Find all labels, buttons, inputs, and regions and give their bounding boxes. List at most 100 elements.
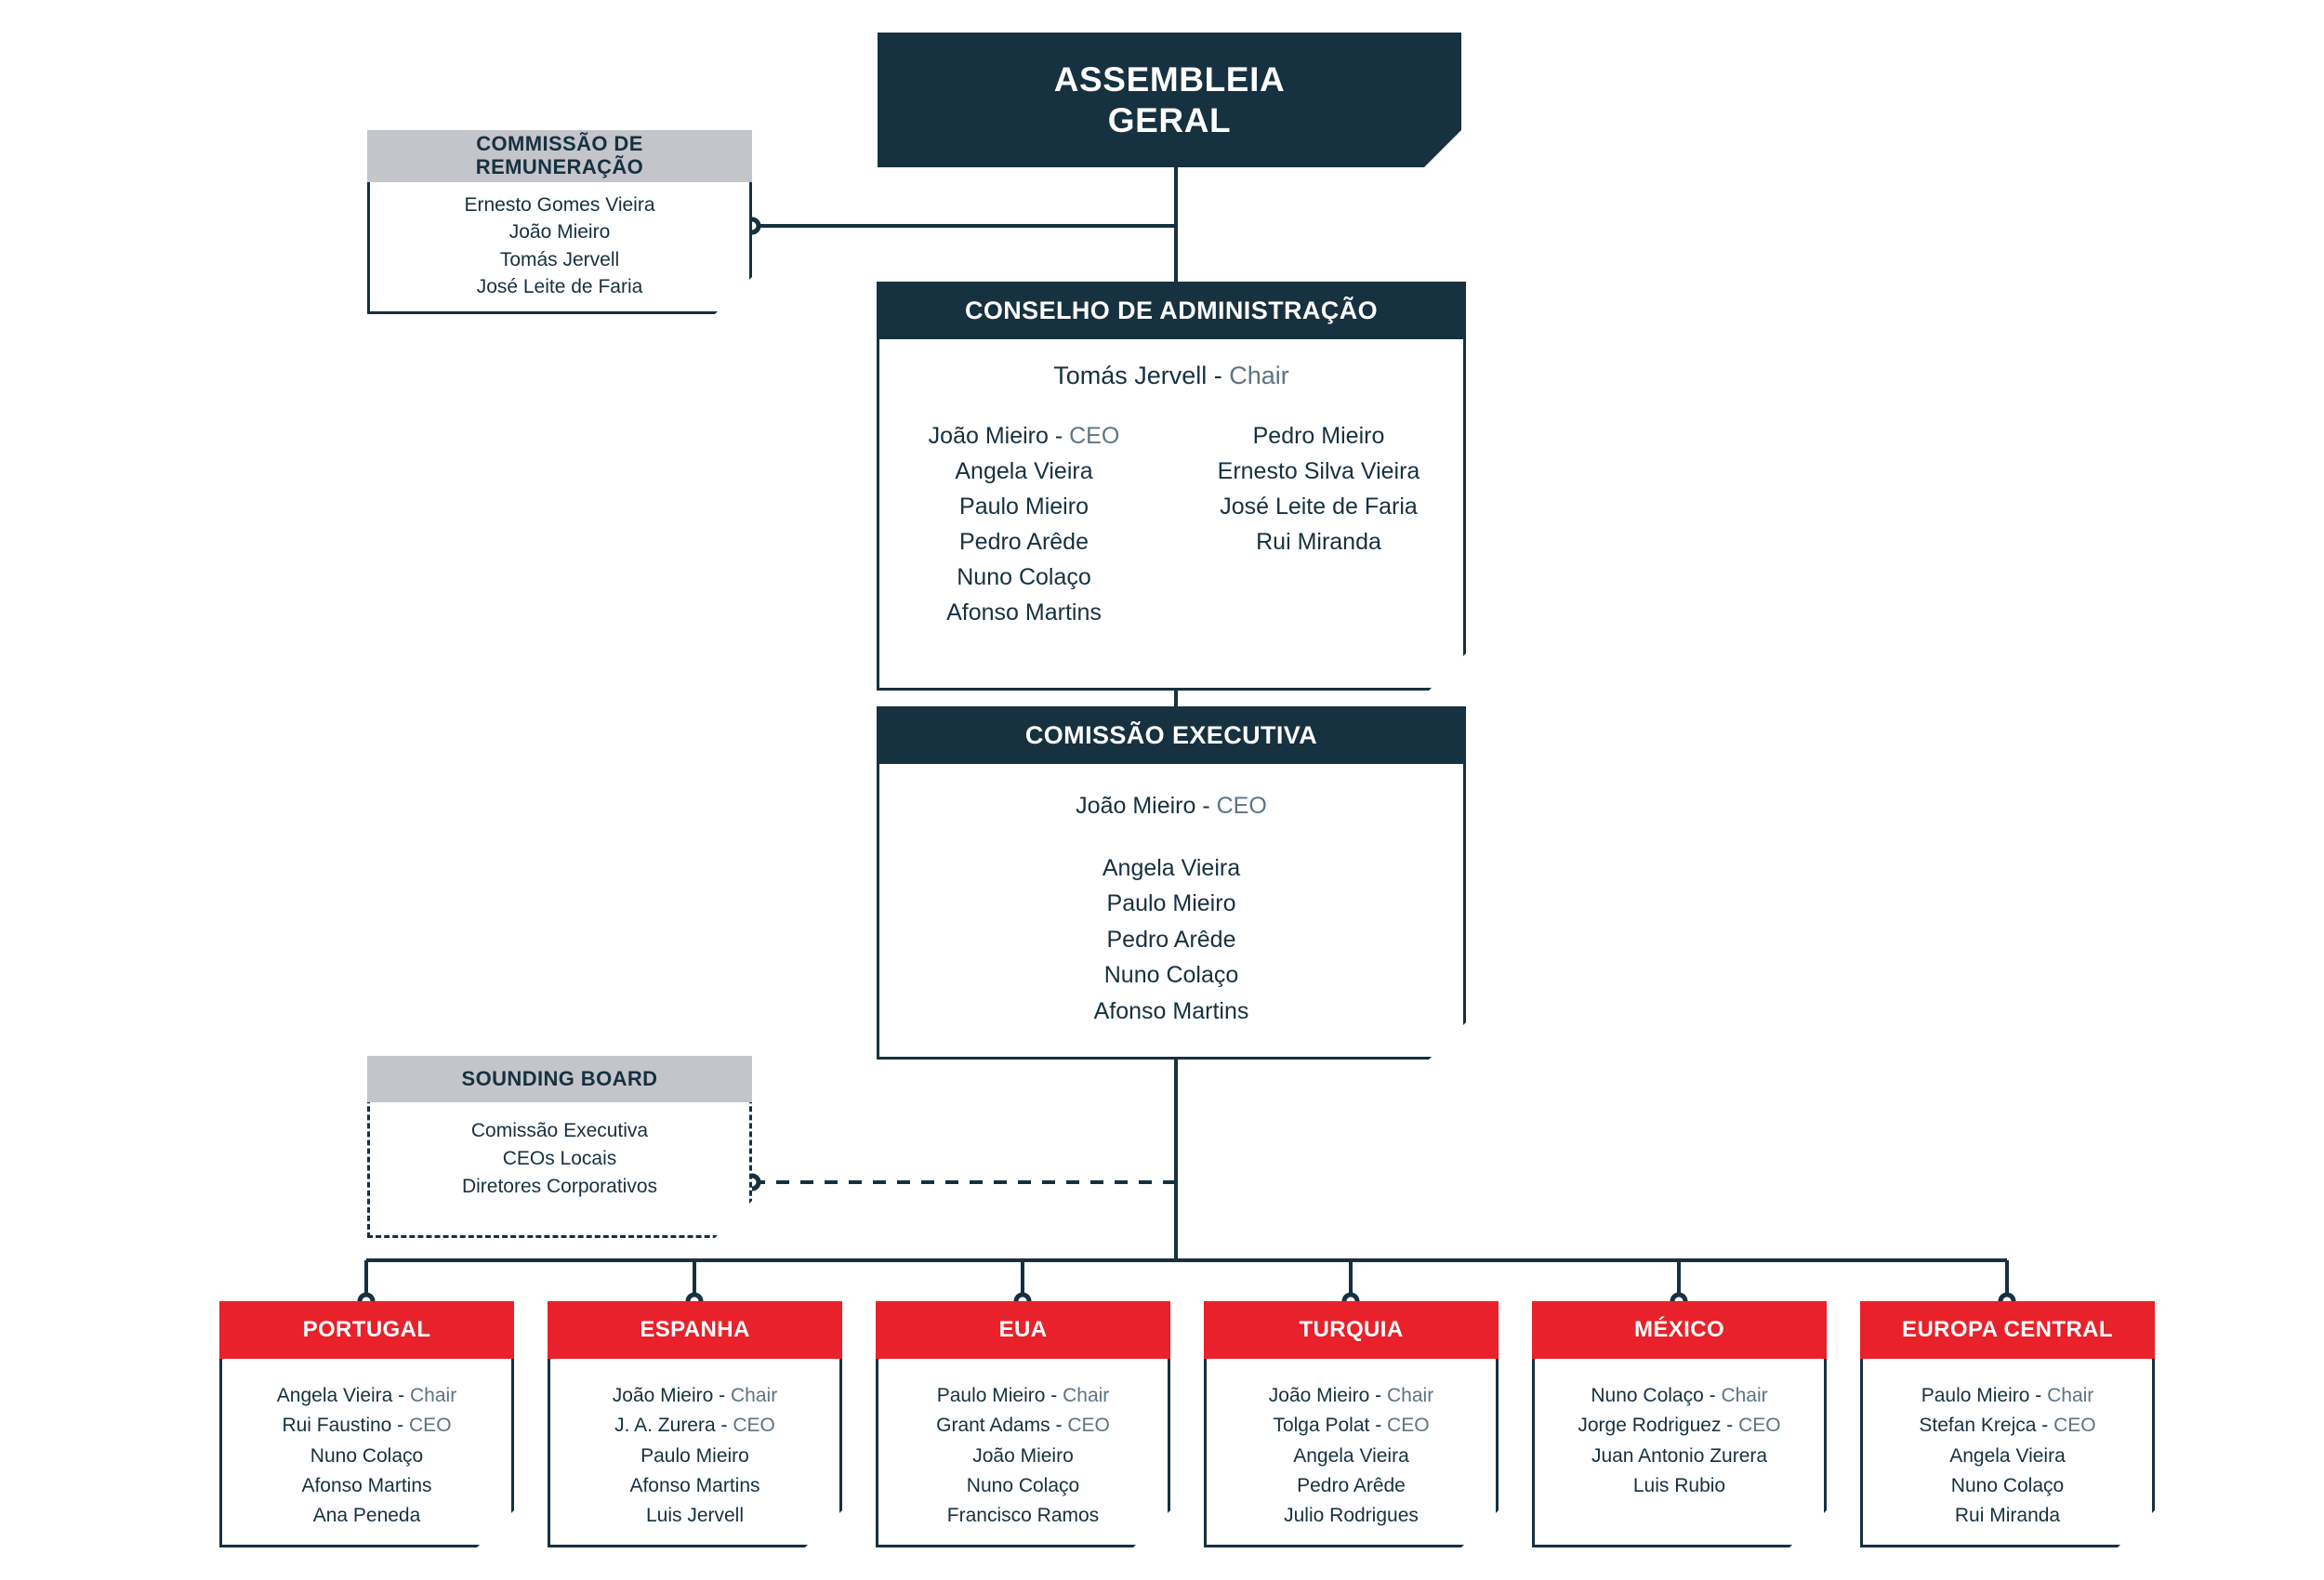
member-row: J. A. Zurera - CEO — [614, 1411, 775, 1441]
member-name: Julio Rodrigues — [1284, 1505, 1419, 1527]
member-name: Pedro Arêde — [959, 529, 1089, 555]
member-name: Paulo Mieiro — [1921, 1385, 2030, 1406]
member-row: Afonso Martins — [629, 1471, 759, 1501]
member-name: Angela Vieira — [1293, 1444, 1409, 1467]
member-role: Chair — [1063, 1385, 1110, 1406]
member-row: Ernesto Silva Vieira — [1171, 454, 1466, 489]
member-row: Nuno Colaço — [877, 560, 1171, 595]
country-title: EUROPA CENTRAL — [1902, 1316, 2113, 1342]
member-name: Luis Jervell — [645, 1505, 745, 1527]
conselho-title: CONSELHO DE ADMINISTRAÇÃO — [964, 296, 1378, 324]
conselho-column-left: João Mieiro - CEO Angela Vieira Paulo Mi… — [877, 418, 1171, 630]
member-row: Afonso Martins — [877, 595, 1171, 630]
member-name: João Mieiro — [1268, 1385, 1370, 1406]
member-name: João Mieiro — [972, 1444, 1074, 1467]
node-country-turquia[interactable]: TURQUIA João Mieiro - Chair Tolga Polat … — [1204, 1301, 1499, 1547]
member-row: Angela Vieira — [1102, 854, 1241, 881]
member-row: Tomás Jervell — [499, 248, 620, 270]
member-row: Luis Jervell — [646, 1501, 744, 1531]
node-assembleia-geral[interactable]: ASSEMBLEIA GERAL — [878, 33, 1461, 167]
member-name: Afonso Martins — [946, 599, 1102, 625]
country-members: João Mieiro - Chair J. A. Zurera - CEO P… — [548, 1359, 842, 1547]
role-separator: - — [1195, 793, 1217, 819]
member-row: Jorge Rodriguez - CEO — [1578, 1411, 1780, 1441]
role-separator: - — [1721, 1415, 1739, 1437]
member-name: João Mieiro — [1076, 793, 1196, 819]
member-name: Paulo Mieiro — [936, 1385, 1046, 1406]
country-header: ESPANHA — [548, 1301, 842, 1359]
node-comissao-remuneracao[interactable]: COMMISSÃO DE REMUNERAÇÃO Ernesto Gomes V… — [367, 130, 752, 314]
node-country-portugal[interactable]: PORTUGAL Angela Vieira - Chair Rui Faust… — [219, 1301, 514, 1547]
role-separator: - — [2036, 1415, 2054, 1437]
node-country-espanha[interactable]: ESPANHA João Mieiro - Chair J. A. Zurera… — [548, 1301, 842, 1547]
country-header: MÉXICO — [1532, 1301, 1827, 1359]
member-role: Chair — [731, 1385, 778, 1406]
member-name: Afonso Martins — [301, 1474, 432, 1496]
role-separator: - — [2029, 1385, 2048, 1406]
member-name: Angela Vieira — [1949, 1444, 2066, 1467]
member-role: CEO — [1738, 1415, 1781, 1437]
node-country-europa-central[interactable]: EUROPA CENTRAL Paulo Mieiro - Chair Stef… — [1860, 1301, 2155, 1547]
member-role: CEO — [409, 1415, 452, 1437]
member-row: Pedro Arêde — [1297, 1471, 1406, 1501]
member-row: João Mieiro - Chair — [1269, 1381, 1433, 1411]
member-row: Angela Vieira — [1949, 1442, 2066, 1471]
conselho-column-right: Pedro Mieiro Ernesto Silva Vieira José L… — [1171, 418, 1466, 630]
conselho-header: CONSELHO DE ADMINISTRAÇÃO — [877, 282, 1466, 339]
member-row: Paulo Mieiro - Chair — [1921, 1381, 2094, 1411]
member-name: Angela Vieira — [276, 1385, 393, 1406]
node-country-mexico[interactable]: MÉXICO Nuno Colaço - Chair Jorge Rodrigu… — [1532, 1301, 1827, 1547]
node-sounding-board[interactable]: SOUNDING BOARD Comissão Executiva CEOs L… — [367, 1056, 752, 1238]
node-country-eua[interactable]: EUA Paulo Mieiro - Chair Grant Adams - C… — [876, 1301, 1170, 1547]
node-conselho-administracao[interactable]: CONSELHO DE ADMINISTRAÇÃO Tomás Jervell … — [877, 282, 1466, 691]
conselho-frame — [877, 282, 1466, 691]
role-separator: - — [1050, 1415, 1068, 1437]
remuneracao-members: Ernesto Gomes Vieira João Mieiro Tomás J… — [367, 182, 752, 314]
sounding-title: SOUNDING BOARD — [461, 1066, 658, 1090]
member-role: Chair — [410, 1385, 457, 1406]
member-name: Nuno Colaço — [966, 1474, 1080, 1496]
member-row: Nuno Colaço — [1951, 1471, 2064, 1501]
member-role: CEO — [1216, 793, 1267, 819]
country-members: Paulo Mieiro - Chair Stefan Krejca - CEO… — [1860, 1359, 2155, 1547]
country-members: João Mieiro - Chair Tolga Polat - CEO An… — [1204, 1359, 1499, 1547]
role-separator: - — [1207, 362, 1230, 389]
member-row: José Leite de Faria — [476, 276, 643, 298]
member-row: Nuno Colaço — [967, 1471, 1079, 1501]
country-title: MÉXICO — [1633, 1316, 1725, 1342]
member-role: CEO — [1069, 423, 1120, 449]
country-title: ESPANHA — [640, 1316, 750, 1342]
member-name: Tomás Jervell — [1053, 362, 1208, 389]
member-row: Diretores Corporativos — [461, 1175, 658, 1197]
remuneracao-title-line2: REMUNERAÇÃO — [475, 155, 644, 178]
member-row: Angela Vieira — [1293, 1442, 1409, 1471]
member-name: Angela Vieira — [955, 458, 1093, 484]
member-name: Jorge Rodriguez — [1578, 1415, 1722, 1437]
member-role: CEO — [1387, 1415, 1430, 1437]
member-row: Nuno Colaço — [310, 1442, 423, 1471]
member-row: João Mieiro - Chair — [613, 1381, 777, 1411]
member-name: Juan Antonio Zurera — [1591, 1444, 1768, 1467]
member-name: João Mieiro — [612, 1385, 714, 1406]
member-name: Grant Adams — [936, 1415, 1050, 1437]
node-comissao-executiva[interactable]: COMISSÃO EXECUTIVA João Mieiro - CEO Ang… — [877, 706, 1466, 1060]
member-name: Ana Peneda — [312, 1505, 421, 1527]
member-name: Francisco Ramos — [946, 1505, 1100, 1527]
country-title: TURQUIA — [1299, 1316, 1404, 1342]
member-role: CEO — [733, 1415, 775, 1437]
member-row: Juan Antonio Zurera — [1591, 1442, 1767, 1471]
country-members: Angela Vieira - Chair Rui Faustino - CEO… — [219, 1359, 514, 1547]
member-role: Chair — [1229, 362, 1289, 389]
assembleia-title-line1: ASSEMBLEIA — [1053, 59, 1286, 99]
member-row: Nuno Colaço — [1103, 962, 1239, 988]
member-row: Afonso Martins — [1093, 997, 1249, 1024]
role-separator: - — [1369, 1415, 1388, 1437]
member-name: Pedro Arêde — [1297, 1474, 1406, 1496]
executiva-title: COMISSÃO EXECUTIVA — [1024, 720, 1318, 749]
member-role: Chair — [1387, 1385, 1434, 1406]
member-row: Paulo Mieiro — [640, 1442, 749, 1471]
remuneracao-header: COMMISSÃO DE REMUNERAÇÃO — [367, 130, 752, 182]
assembleia-title: ASSEMBLEIA GERAL — [878, 33, 1461, 167]
member-name: Nuno Colaço — [310, 1444, 424, 1467]
member-row: Ernesto Gomes Vieira — [464, 194, 655, 216]
